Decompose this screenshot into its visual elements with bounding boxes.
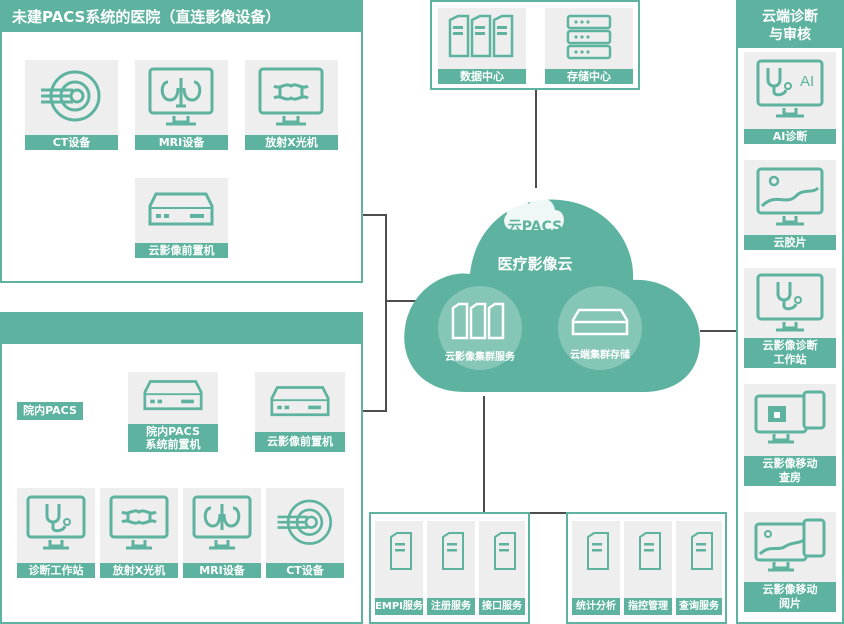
wire-left-trunk-to-cloud bbox=[386, 300, 436, 302]
panel-title bbox=[2, 314, 361, 344]
ct-scanner-icon bbox=[277, 499, 333, 545]
gateway-label: 云影像前置机 bbox=[135, 243, 228, 258]
wire-topcenter-to-cloud bbox=[535, 88, 537, 188]
diagnostic-workstation-card[interactable]: 诊断工作站 bbox=[17, 488, 95, 578]
server-icon bbox=[390, 532, 412, 570]
wire-cloud-to-right bbox=[700, 330, 740, 332]
server-icon bbox=[639, 532, 661, 570]
mri-device-card-bottom[interactable]: MRI设备 bbox=[183, 488, 261, 578]
ct-scanner-icon bbox=[41, 70, 101, 122]
mobile-reading-card[interactable]: 云影像移动阅片 bbox=[744, 512, 836, 612]
item-label: 云胶片 bbox=[744, 235, 836, 250]
wire-left-trunk-v bbox=[385, 214, 387, 412]
device-label: 放射X光机 bbox=[100, 563, 178, 578]
ai-stethoscope-monitor-icon: AI bbox=[756, 59, 824, 118]
storage-center-card[interactable]: 存储中心 bbox=[545, 8, 633, 84]
service-label: 查询服务 bbox=[676, 598, 722, 615]
mri-monitor-icon bbox=[192, 495, 252, 550]
wire-bottom-gateway-h bbox=[345, 410, 387, 412]
service-label: EMPI服务 bbox=[375, 598, 423, 615]
cloud-title: 医疗影像云 bbox=[497, 255, 572, 273]
service-label: 指控管理 bbox=[624, 598, 672, 615]
item-label: AI诊断 bbox=[744, 129, 836, 144]
server-icon bbox=[587, 532, 609, 570]
item-label: 云影像诊断工作站 bbox=[744, 338, 836, 368]
management-service-card[interactable]: 指控管理 bbox=[623, 520, 673, 616]
service-label: 统计分析 bbox=[572, 598, 620, 615]
gateway-label: 云影像前置机 bbox=[255, 432, 345, 452]
center-label: 数据中心 bbox=[438, 69, 526, 84]
server-icon bbox=[494, 532, 516, 570]
statistics-service-card[interactable]: 统计分析 bbox=[571, 520, 621, 616]
in-hospital-pacs-tag[interactable]: 院内PACS bbox=[17, 402, 83, 420]
pacs-gateway-label: 院内PACS系统前置机 bbox=[128, 424, 218, 452]
cloud-gateway-card-top[interactable]: 云影像前置机 bbox=[135, 178, 228, 258]
xray-device-card[interactable]: 放射X光机 bbox=[245, 60, 338, 150]
cloud-film-card[interactable]: 云胶片 bbox=[744, 160, 836, 250]
panel-title: 未建PACS系统的医院（直连影像设备） bbox=[2, 2, 361, 32]
empi-service-card[interactable]: EMPI服务 bbox=[374, 520, 424, 616]
cluster-server-icon bbox=[451, 302, 505, 340]
stethoscope-monitor-icon bbox=[756, 273, 824, 332]
mobile-devices-icon bbox=[754, 390, 826, 444]
server-icon bbox=[691, 532, 713, 570]
device-label: 放射X光机 bbox=[245, 135, 338, 150]
cloud-workstation-card[interactable]: 云影像诊断工作站 bbox=[744, 268, 836, 368]
service-label: 注册服务 bbox=[427, 598, 475, 615]
query-service-card[interactable]: 查询服务 bbox=[675, 520, 723, 616]
storage-stack-icon bbox=[566, 14, 612, 60]
center-label: 存储中心 bbox=[545, 69, 633, 84]
service-label: 接口服务 bbox=[479, 598, 525, 615]
ai-text: AI bbox=[800, 73, 814, 90]
device-label: CT设备 bbox=[25, 135, 118, 150]
cloud-logo: 云PACS bbox=[508, 219, 562, 235]
item-label: 云影像移动查房 bbox=[744, 456, 836, 486]
gateway-box-icon bbox=[148, 192, 214, 226]
registration-service-card[interactable]: 注册服务 bbox=[426, 520, 476, 616]
image-monitor-icon bbox=[756, 167, 824, 226]
device-label: MRI设备 bbox=[135, 135, 228, 150]
data-center-card[interactable]: 数据中心 bbox=[438, 8, 526, 84]
gateway-box-icon bbox=[270, 386, 330, 417]
stethoscope-monitor-icon bbox=[26, 495, 86, 550]
ct-device-card-bottom[interactable]: CT设备 bbox=[266, 488, 344, 578]
cluster-storage-icon bbox=[571, 308, 629, 336]
interface-service-card[interactable]: 接口服务 bbox=[478, 520, 526, 616]
mobile-image-icon bbox=[754, 518, 826, 572]
item-label: 云影像移动阅片 bbox=[744, 582, 836, 612]
gateway-box-icon bbox=[143, 380, 203, 411]
server-icon bbox=[442, 532, 464, 570]
ai-diagnosis-card[interactable]: AI AI诊断 bbox=[744, 52, 836, 144]
mobile-ward-round-card[interactable]: 云影像移动查房 bbox=[744, 384, 836, 486]
server-rack-icon bbox=[448, 14, 514, 58]
cluster-storage-label: 云端集群存储 bbox=[570, 348, 630, 361]
cluster-service-label: 云影像集群服务 bbox=[445, 350, 516, 363]
wire-services-bus bbox=[483, 512, 583, 514]
mri-device-card[interactable]: MRI设备 bbox=[135, 60, 228, 150]
pacs-gateway-card[interactable]: 院内PACS系统前置机 bbox=[128, 372, 218, 452]
wire-cloud-down bbox=[483, 396, 485, 512]
device-label: 诊断工作站 bbox=[17, 563, 95, 578]
ct-device-card[interactable]: CT设备 bbox=[25, 60, 118, 150]
device-label: MRI设备 bbox=[183, 563, 261, 578]
panel-title: 云端诊断与审核 bbox=[738, 2, 842, 48]
cloud-gateway-card-bottom[interactable]: 云影像前置机 bbox=[255, 372, 345, 452]
xray-monitor-icon bbox=[258, 67, 324, 126]
xray-monitor-icon bbox=[109, 495, 169, 550]
mri-monitor-icon bbox=[148, 67, 214, 126]
medical-image-cloud: 云PACS 医疗影像云 云影像集群服务 云端集群存储 bbox=[404, 197, 700, 392]
xray-device-card-bottom[interactable]: 放射X光机 bbox=[100, 488, 178, 578]
device-label: CT设备 bbox=[266, 563, 344, 578]
